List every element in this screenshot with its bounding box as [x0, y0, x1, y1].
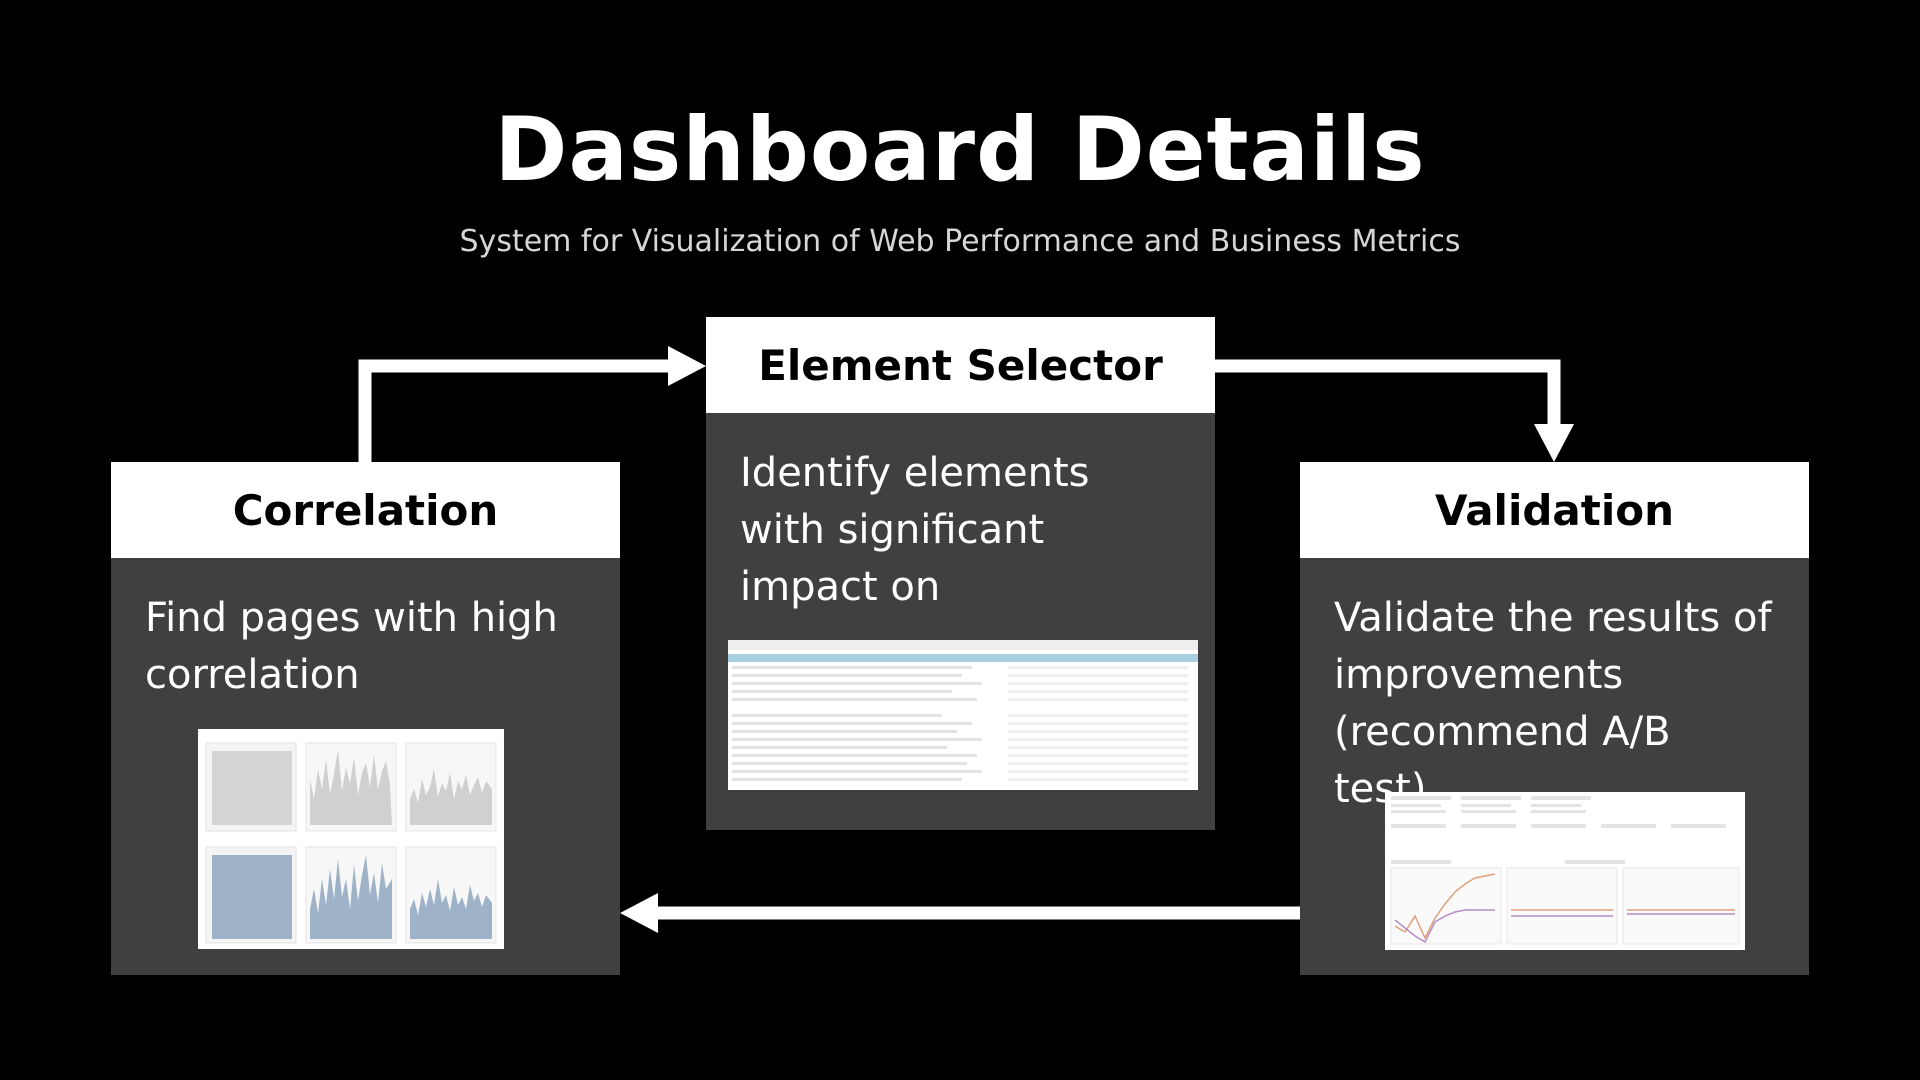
slide-title: Dashboard Details — [494, 98, 1426, 201]
card-element-selector: Element Selector Identify elements with … — [706, 317, 1215, 830]
correlation-charts-image — [198, 729, 504, 949]
element-table-image — [728, 640, 1198, 790]
arrow-correlation-to-selector — [358, 359, 672, 462]
ab-test-charts-image — [1385, 792, 1745, 950]
card-text: Validate the results of improvements (re… — [1334, 595, 1772, 805]
ab-test-charts-thumbnail — [1385, 792, 1745, 950]
card-validation: Validation Validate the results of impro… — [1300, 462, 1809, 975]
card-title: Element Selector — [706, 317, 1215, 413]
element-table-thumbnail — [728, 640, 1198, 790]
card-title: Validation — [1300, 462, 1809, 558]
slide-subtitle: System for Visualization of Web Performa… — [459, 224, 1461, 259]
arrow-selector-to-validation — [1215, 359, 1561, 424]
card-correlation: Correlation Find pages with high correla… — [111, 462, 620, 975]
card-text: Find pages with high correlation — [145, 595, 558, 698]
arrow-head-to-correlation — [620, 893, 658, 933]
arrow-head-to-validation — [1534, 424, 1574, 462]
card-text: Identify elements with significant impac… — [740, 450, 1090, 610]
arrow-head-to-selector — [668, 346, 706, 386]
card-title: Correlation — [111, 462, 620, 558]
correlation-charts-thumbnail — [198, 729, 504, 949]
